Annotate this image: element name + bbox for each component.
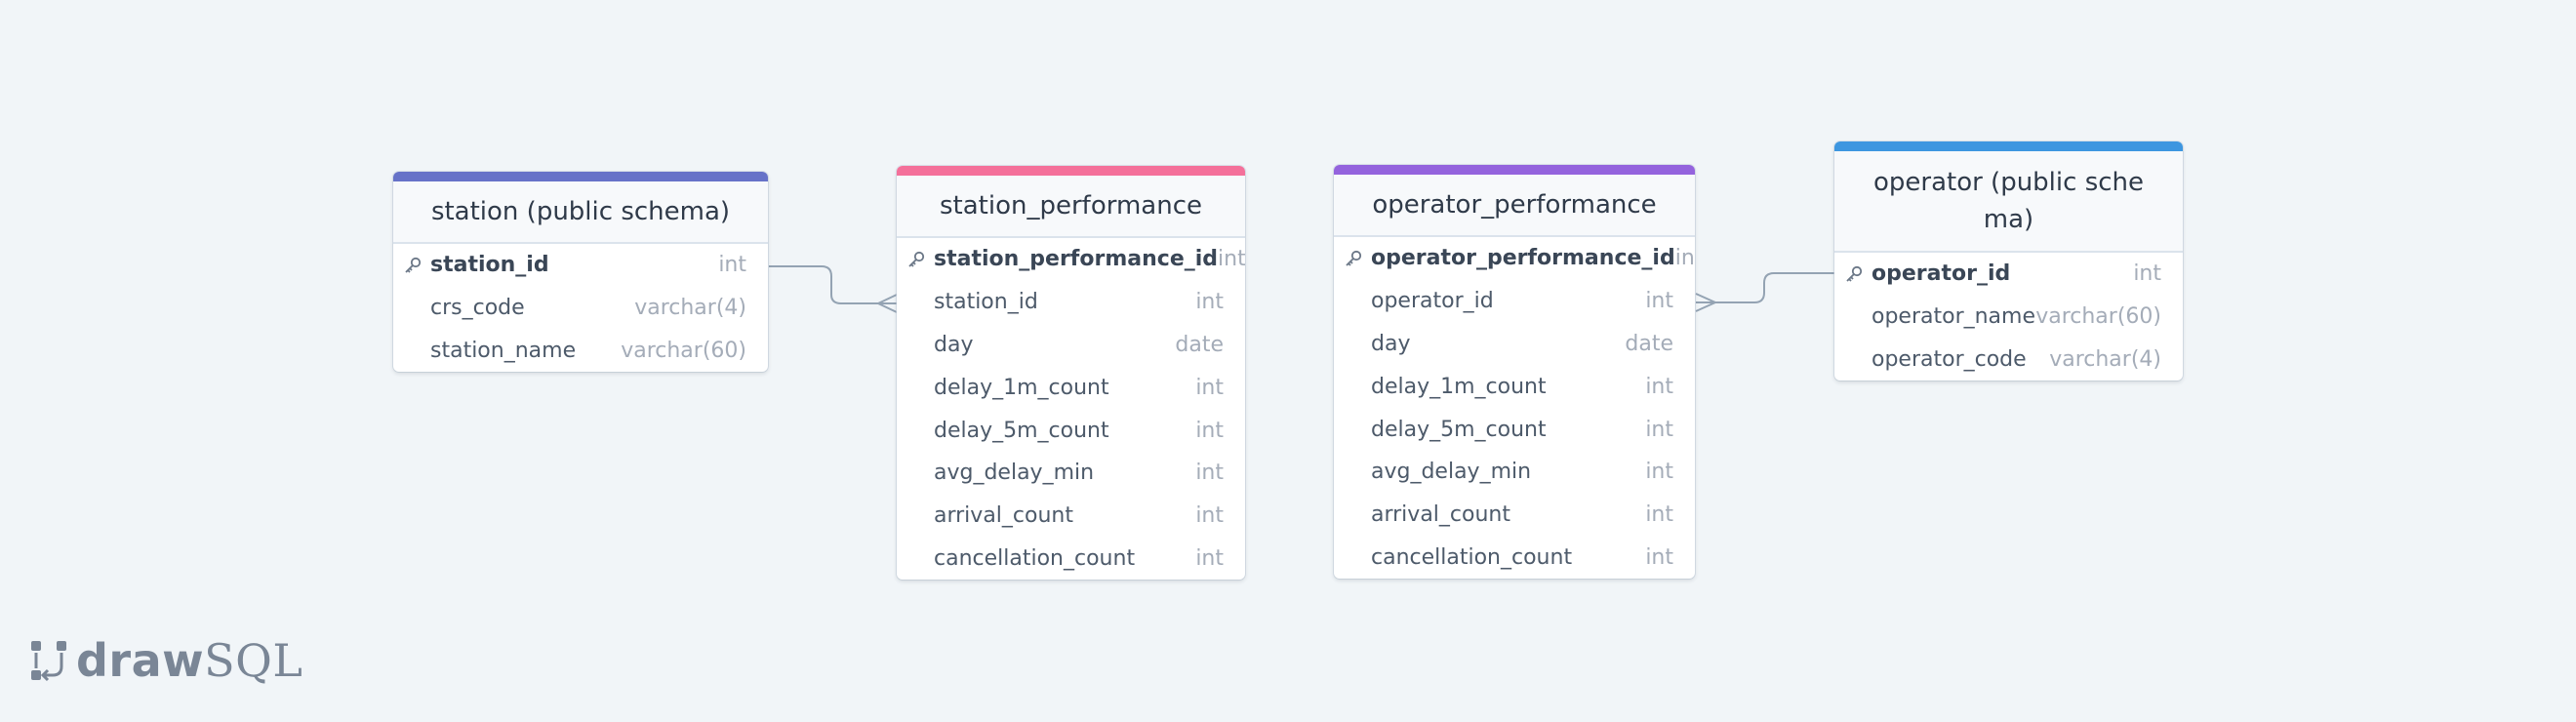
logo-text-bold: draw — [76, 634, 205, 687]
column-row[interactable]: avg_delay_min int — [897, 452, 1245, 495]
column-name: avg_delay_min — [934, 461, 1095, 486]
column-type: int — [1645, 374, 1673, 399]
column-name: operator_id — [1872, 261, 2011, 287]
relationship-line-station — [769, 265, 897, 304]
column-name: operator_id — [1371, 289, 1494, 314]
column-row[interactable]: day date — [897, 324, 1245, 367]
column-type: int — [1645, 289, 1673, 314]
column-name: operator_name — [1872, 304, 2036, 330]
table-station-performance[interactable]: station_performance station_performance_… — [897, 166, 1245, 581]
table-station[interactable]: station (public schema) station_id int c… — [393, 172, 768, 373]
column-type: varchar(60) — [621, 338, 746, 363]
table-operator[interactable]: operator (public sche ma) operator_id in… — [1834, 141, 2183, 381]
column-name: station_performance_id — [934, 247, 1219, 272]
column-row[interactable]: cancellation_count int — [897, 538, 1245, 581]
column-name: station_id — [430, 253, 549, 278]
column-row[interactable]: arrival_count int — [1334, 494, 1695, 537]
table-accent-bar — [393, 172, 768, 181]
column-row[interactable]: crs_code varchar(4) — [393, 287, 768, 330]
column-type: varchar(4) — [634, 296, 746, 321]
column-row[interactable]: avg_delay_min int — [1334, 451, 1695, 494]
column-name: delay_5m_count — [934, 418, 1109, 443]
column-type: varchar(60) — [2035, 304, 2161, 330]
column-row[interactable]: delay_5m_count int — [897, 409, 1245, 452]
logo-text-light: SQL — [204, 634, 303, 687]
column-type: int — [1645, 460, 1673, 485]
drawsql-logo-icon — [31, 641, 66, 682]
column-name: operator_performance_id — [1371, 246, 1675, 271]
primary-key-icon — [405, 257, 422, 273]
column-type: int — [1218, 247, 1245, 272]
column-type: int — [1674, 246, 1695, 271]
column-row[interactable]: delay_5m_count int — [1334, 408, 1695, 451]
column-type: int — [1645, 502, 1673, 528]
table-accent-bar — [1834, 141, 2183, 151]
column-row[interactable]: station_performance_id int — [897, 238, 1245, 281]
table-title[interactable]: operator_performance — [1334, 175, 1695, 237]
column-name: arrival_count — [934, 503, 1073, 529]
column-name: day — [1371, 331, 1411, 356]
column-type: int — [1195, 375, 1224, 400]
column-name: day — [934, 332, 974, 357]
column-name: cancellation_count — [934, 545, 1136, 571]
primary-key-icon — [1846, 265, 1863, 282]
column-type: date — [1625, 331, 1673, 356]
column-name: station_name — [430, 338, 577, 363]
column-row[interactable]: operator_id int — [1834, 253, 2183, 296]
column-type: int — [1195, 418, 1224, 443]
crowfoot-operator-performance — [1695, 293, 1716, 312]
column-type: int — [1645, 417, 1673, 442]
column-name: arrival_count — [1371, 502, 1510, 528]
column-type: int — [1195, 503, 1224, 529]
column-type: int — [1195, 290, 1224, 315]
table-title[interactable]: station (public schema) — [393, 181, 768, 244]
column-type: int — [1195, 461, 1224, 486]
column-name: delay_5m_count — [1371, 417, 1547, 442]
column-row[interactable]: arrival_count int — [897, 495, 1245, 538]
primary-key-icon — [1346, 250, 1362, 266]
column-name: cancellation_count — [1371, 544, 1573, 570]
drawsql-logo-text: drawSQL — [76, 634, 302, 687]
table-title[interactable]: station_performance — [897, 176, 1245, 238]
column-type: date — [1175, 332, 1224, 357]
column-name: delay_1m_count — [1371, 374, 1547, 399]
column-row[interactable]: cancellation_count int — [1334, 537, 1695, 580]
column-name: avg_delay_min — [1371, 460, 1532, 485]
column-name: operator_code — [1872, 346, 2027, 372]
table-operator-performance[interactable]: operator_performance operator_performanc… — [1334, 165, 1695, 580]
column-row[interactable]: day date — [1334, 323, 1695, 366]
column-row[interactable]: operator_performance_id int — [1334, 237, 1695, 280]
column-name: crs_code — [430, 296, 525, 321]
column-row[interactable]: operator_code varchar(4) — [1834, 339, 2183, 381]
column-row[interactable]: delay_1m_count int — [1334, 365, 1695, 408]
column-type: int — [1645, 544, 1673, 570]
column-row[interactable]: operator_name varchar(60) — [1834, 296, 2183, 339]
column-row[interactable]: operator_id int — [1334, 280, 1695, 323]
column-type: int — [718, 253, 746, 278]
table-title[interactable]: operator (public sche ma) — [1834, 151, 2183, 253]
column-row[interactable]: station_id int — [897, 281, 1245, 324]
table-accent-bar — [897, 166, 1245, 176]
drawsql-logo[interactable]: drawSQL — [29, 634, 302, 687]
column-type: int — [2133, 261, 2161, 287]
table-accent-bar — [1334, 165, 1695, 175]
relationship-line-operator — [1696, 272, 1834, 303]
column-name: delay_1m_count — [934, 375, 1109, 400]
column-name: station_id — [934, 290, 1038, 315]
column-row[interactable]: station_id int — [393, 244, 768, 287]
column-row[interactable]: station_name varchar(60) — [393, 330, 768, 373]
crowfoot-station-performance — [877, 294, 898, 313]
column-type: varchar(4) — [2049, 346, 2161, 372]
column-row[interactable]: delay_1m_count int — [897, 366, 1245, 409]
column-type: int — [1195, 545, 1224, 571]
primary-key-icon — [908, 251, 925, 267]
